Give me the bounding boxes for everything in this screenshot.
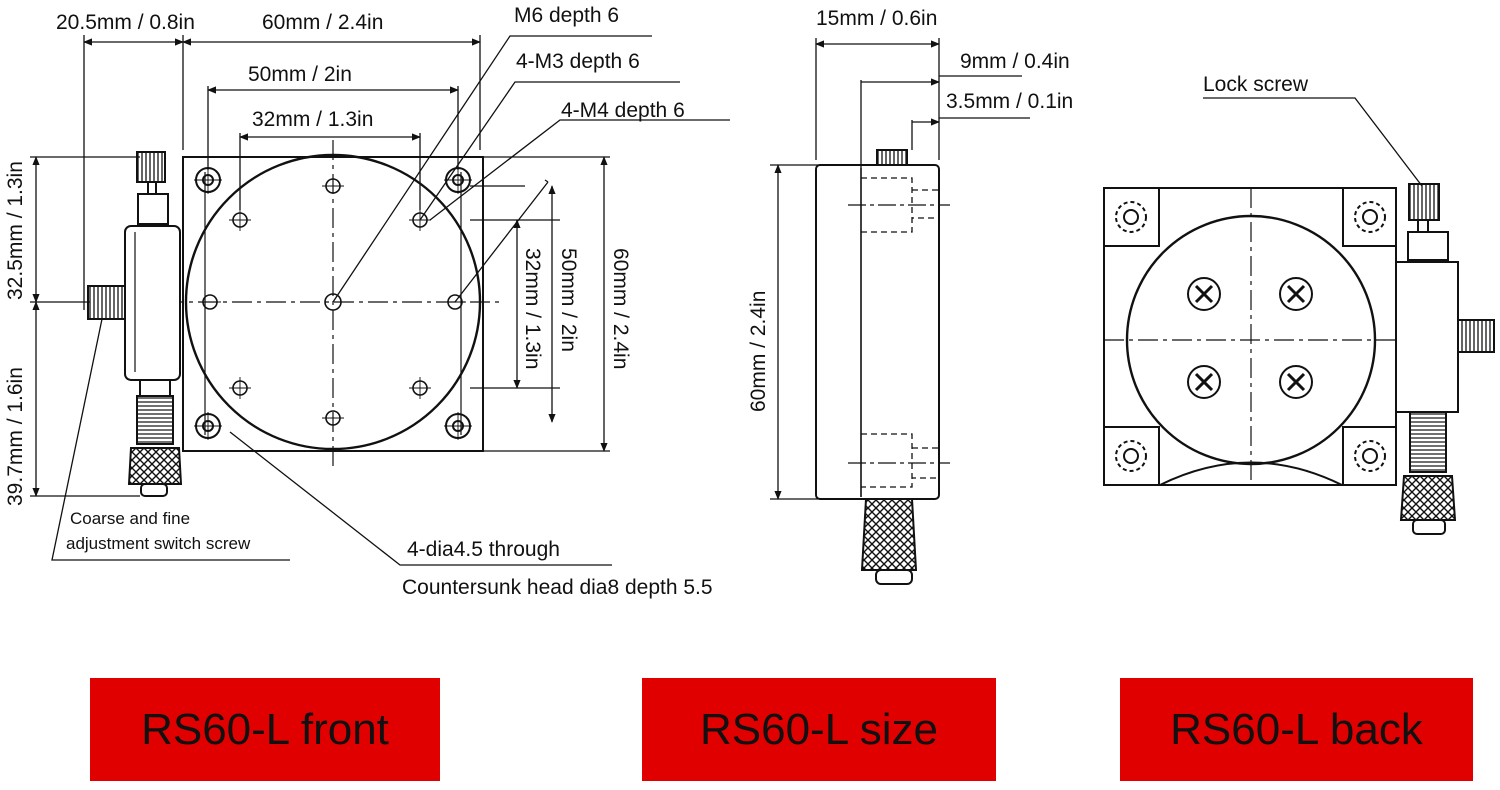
dim-9-label: 9mm / 0.4in (960, 50, 1070, 73)
dim-60-side-label: 60mm / 2.4in (747, 291, 770, 412)
front-base-inner (204, 172, 462, 435)
dim-39-7-left-label: 39.7mm / 1.6in (4, 367, 27, 506)
callout-m3: 4-M3 depth 6 (516, 50, 640, 73)
back-base-plate (1103, 187, 1397, 486)
dim-50-right-label: 50mm / 2in (557, 248, 580, 352)
callout-switch-screw-line1: Coarse and fine (70, 509, 190, 528)
side-hole-centerlines (848, 204, 950, 464)
front-center-lines (130, 140, 500, 470)
dim-3-5-label: 3.5mm / 0.1in (946, 90, 1073, 113)
side-hidden-holes (861, 177, 940, 488)
dim-15-label: 15mm / 0.6in (816, 7, 937, 30)
side-knob-cap (875, 569, 913, 585)
front-view (30, 35, 730, 566)
caption-back: RS60-L back (1120, 678, 1473, 781)
side-dim-lines (770, 38, 940, 500)
side-lock-screw (876, 149, 908, 166)
dim-20-5-label: 20.5mm / 0.8in (56, 11, 195, 34)
front-leader-lines (51, 35, 730, 566)
front-corner-holes (194, 166, 472, 440)
dim-60-top-label: 60mm / 2.4in (262, 11, 383, 34)
front-micrometer (87, 151, 183, 497)
back-screws (1187, 277, 1313, 399)
side-body (815, 164, 940, 500)
dim-60-right-label: 60mm / 2.4in (609, 248, 632, 369)
back-view (1103, 97, 1495, 535)
callout-m4: 4-M4 depth 6 (561, 99, 685, 122)
dim-32-5-left-label: 32.5mm / 1.3in (4, 161, 27, 300)
back-micrometer (1395, 183, 1495, 535)
callout-switch-screw-line2: adjustment switch screw (66, 534, 251, 553)
lock-screw-leader (1203, 97, 1423, 187)
side-view (770, 38, 1030, 585)
callout-m6: M6 depth 6 (514, 4, 619, 27)
dim-32-top-label: 32mm / 1.3in (252, 108, 373, 131)
side-knob (860, 498, 918, 571)
caption-size: RS60-L size (642, 678, 996, 781)
back-center-lines (1104, 188, 1410, 485)
callout-lock-screw: Lock screw (1203, 73, 1309, 96)
dim-32-right-label: 32mm / 1.3in (521, 248, 544, 369)
caption-front: RS60-L front (90, 678, 440, 781)
dim-50-top-label: 50mm / 2in (248, 63, 352, 86)
back-corner-pads (1103, 187, 1397, 486)
callout-countersunk: Countersunk head dia8 depth 5.5 (402, 576, 713, 599)
callout-through-holes: 4-dia4.5 through (407, 538, 560, 561)
